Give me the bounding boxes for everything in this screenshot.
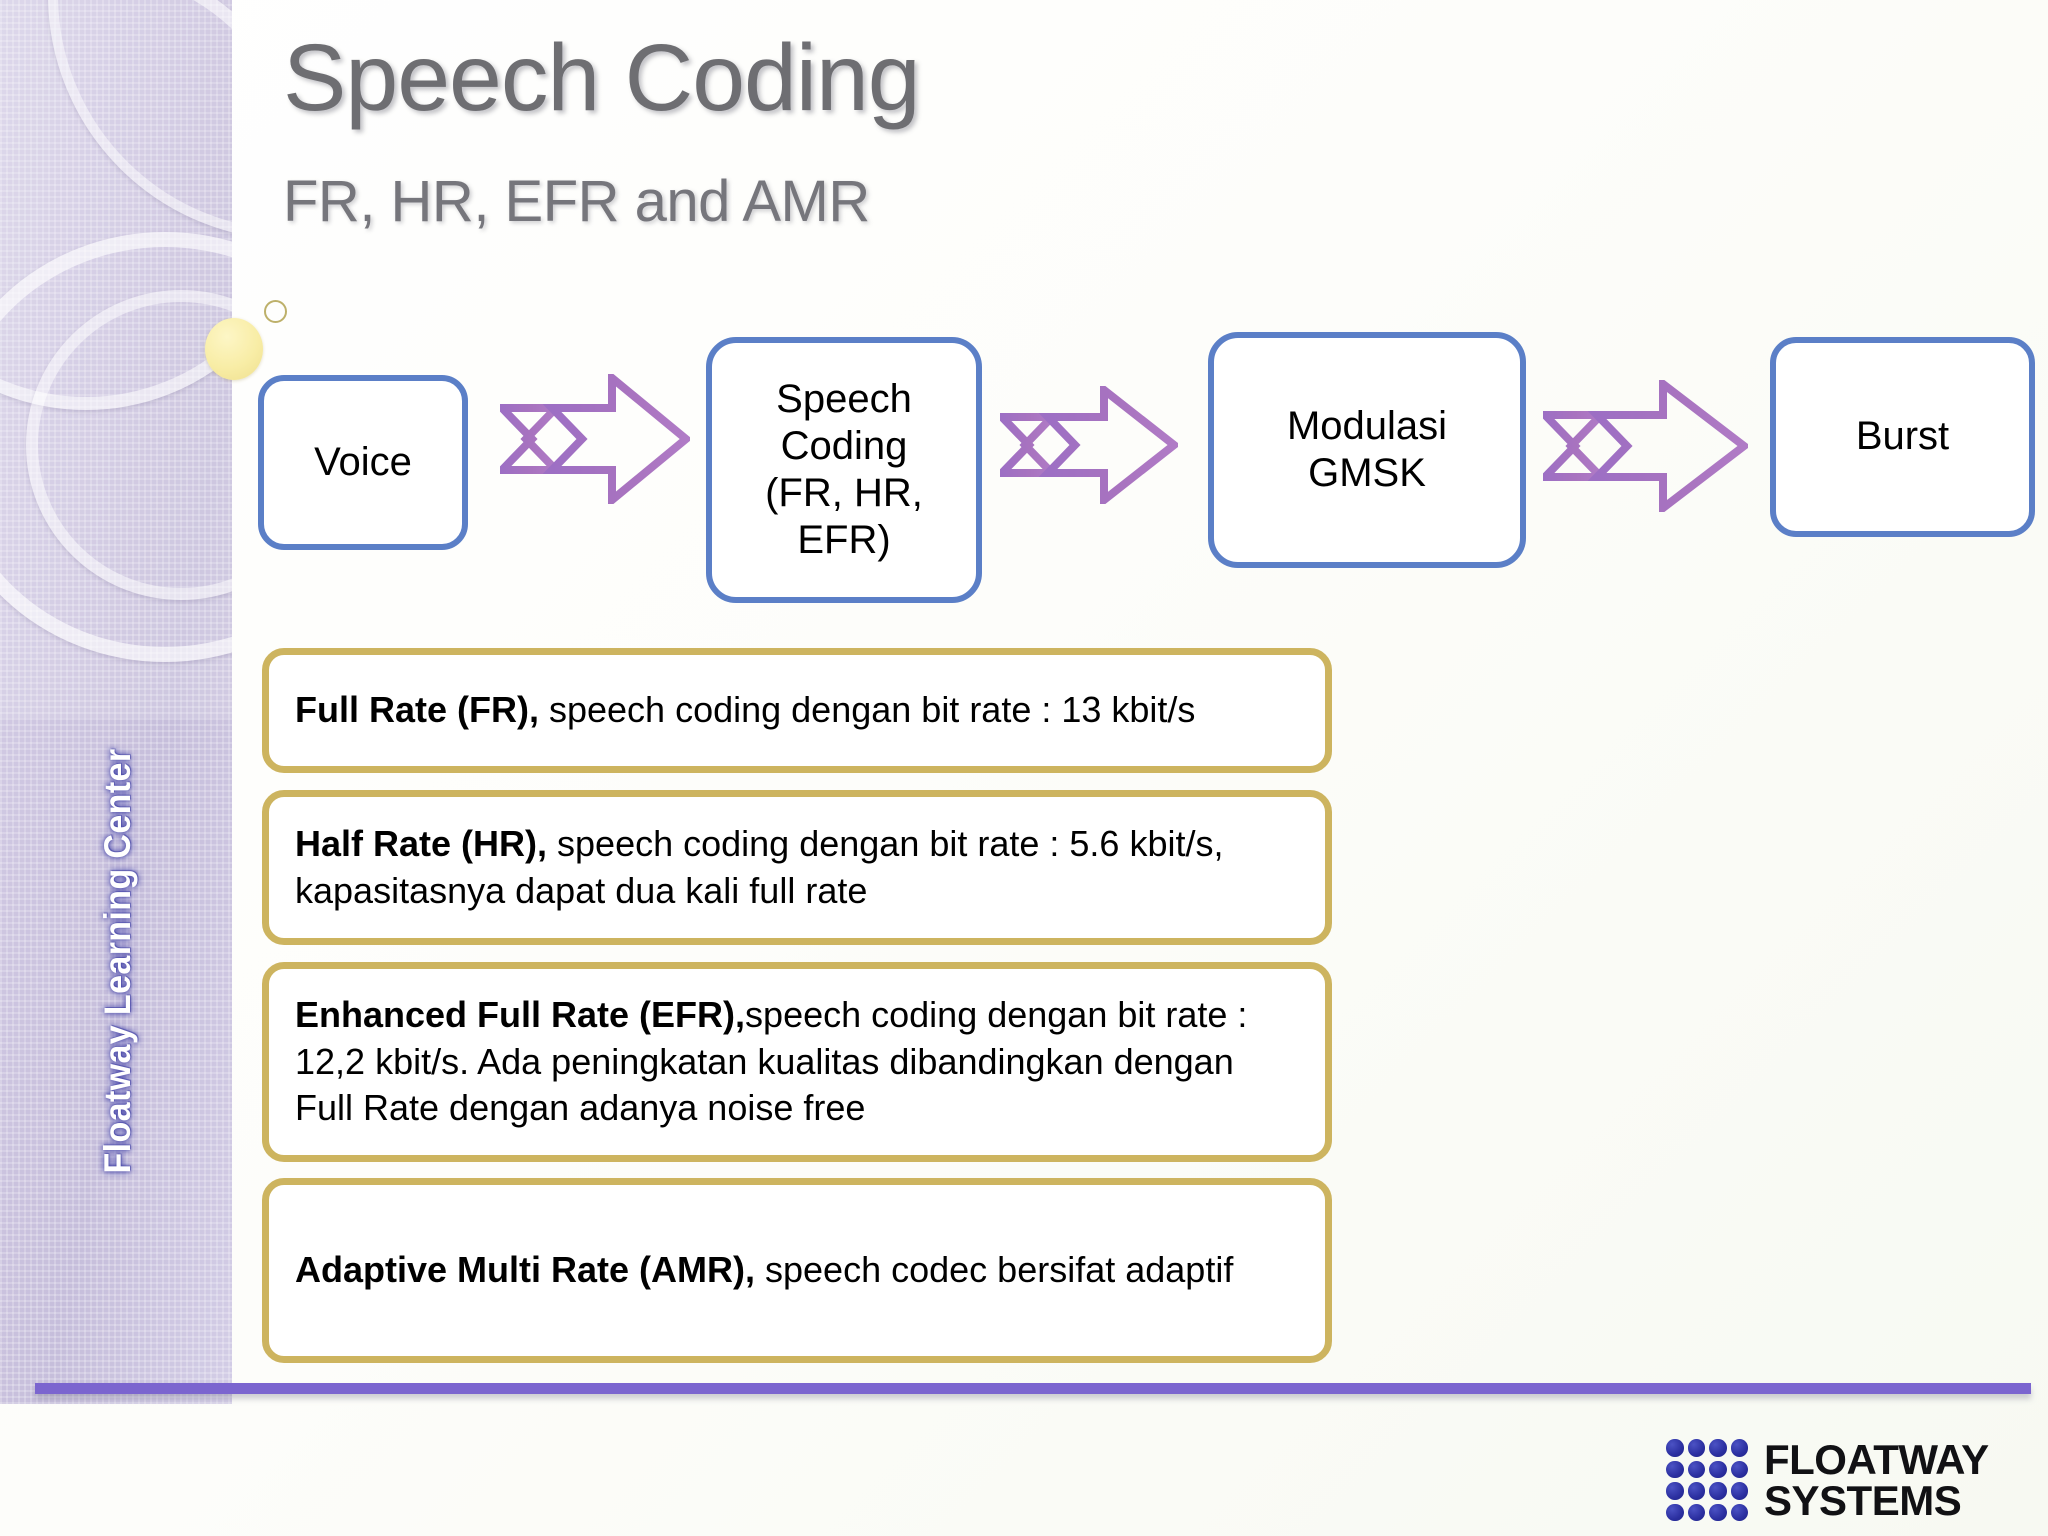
flow-node-speech-coding[interactable]: Speech Coding (FR, HR, EFR) <box>706 337 982 603</box>
sidebar-title: Floatway Learning Center <box>97 748 138 1174</box>
callout-half-rate[interactable]: Half Rate (HR), speech coding dengan bit… <box>262 790 1332 945</box>
callout-enhanced-full-rate-desc: speech coding dengan bit rate : 12,2 kbi… <box>295 993 1248 1129</box>
callout-half-rate-desc: speech coding dengan bit rate : 5.6 kbit… <box>295 822 1224 911</box>
callout-full-rate-text: Full Rate (FR), speech coding dengan bit… <box>295 687 1195 734</box>
flow-node-voice[interactable]: Voice <box>258 375 468 550</box>
callout-full-rate-desc: speech coding dengan bit rate : 13 kbit/… <box>538 689 1196 731</box>
callout-adaptive-multi-rate-term: Adaptive Multi Rate (AMR), <box>295 1249 756 1291</box>
yellow-dot-accent <box>205 318 263 380</box>
floatway-systems-logo: FLOATWAY SYSTEMS <box>1666 1432 2018 1528</box>
flow-node-modulasi-gmsk-label: Modulasi GMSK <box>1286 403 1448 495</box>
callout-half-rate-term: Half Rate (HR), <box>295 822 548 864</box>
decorative-sidebar: Floatway Learning Center <box>0 0 232 1404</box>
callout-adaptive-multi-rate-desc: speech codec bersifat adaptif <box>755 1249 1234 1291</box>
flow-node-voice-label: Voice <box>314 439 412 484</box>
flow-arrow-3-icon <box>1543 380 1748 512</box>
callout-enhanced-full-rate[interactable]: Enhanced Full Rate (EFR),speech coding d… <box>262 962 1332 1162</box>
logo-line-2: SYSTEMS <box>1764 1477 1962 1524</box>
small-ring-accent <box>264 300 287 323</box>
callout-full-rate-term: Full Rate (FR), <box>295 689 539 731</box>
flow-arrow-1-icon <box>500 374 690 504</box>
logo-dot-grid-icon <box>1666 1439 1748 1521</box>
logo-line-1: FLOATWAY <box>1764 1435 1989 1483</box>
callout-adaptive-multi-rate-text: Adaptive Multi Rate (AMR), speech codec … <box>295 1247 1233 1294</box>
flow-node-burst[interactable]: Burst <box>1770 337 2035 537</box>
callout-adaptive-multi-rate[interactable]: Adaptive Multi Rate (AMR), speech codec … <box>262 1178 1332 1363</box>
callout-full-rate[interactable]: Full Rate (FR), speech coding dengan bit… <box>262 648 1332 773</box>
flow-node-burst-label: Burst <box>1855 414 1950 459</box>
callout-enhanced-full-rate-text: Enhanced Full Rate (EFR),speech coding d… <box>295 992 1299 1132</box>
flow-arrow-2-icon <box>1000 386 1178 504</box>
flow-node-speech-coding-label: Speech Coding (FR, HR, EFR) <box>765 376 923 563</box>
logo-wordmark: FLOATWAY SYSTEMS <box>1764 1435 1989 1524</box>
flow-node-modulasi-gmsk[interactable]: Modulasi GMSK <box>1208 332 1526 568</box>
callout-half-rate-text: Half Rate (HR), speech coding dengan bit… <box>295 821 1299 915</box>
page-subtitle: FR, HR, EFR and AMR <box>283 169 870 234</box>
process-flow-diagram: Voice Speech Coding (FR, HR, EFR) <box>0 0 2048 620</box>
callout-enhanced-full-rate-term: Enhanced Full Rate (EFR), <box>295 993 746 1035</box>
bottom-divider <box>35 1383 2031 1394</box>
page-title: Speech Coding <box>283 25 921 131</box>
